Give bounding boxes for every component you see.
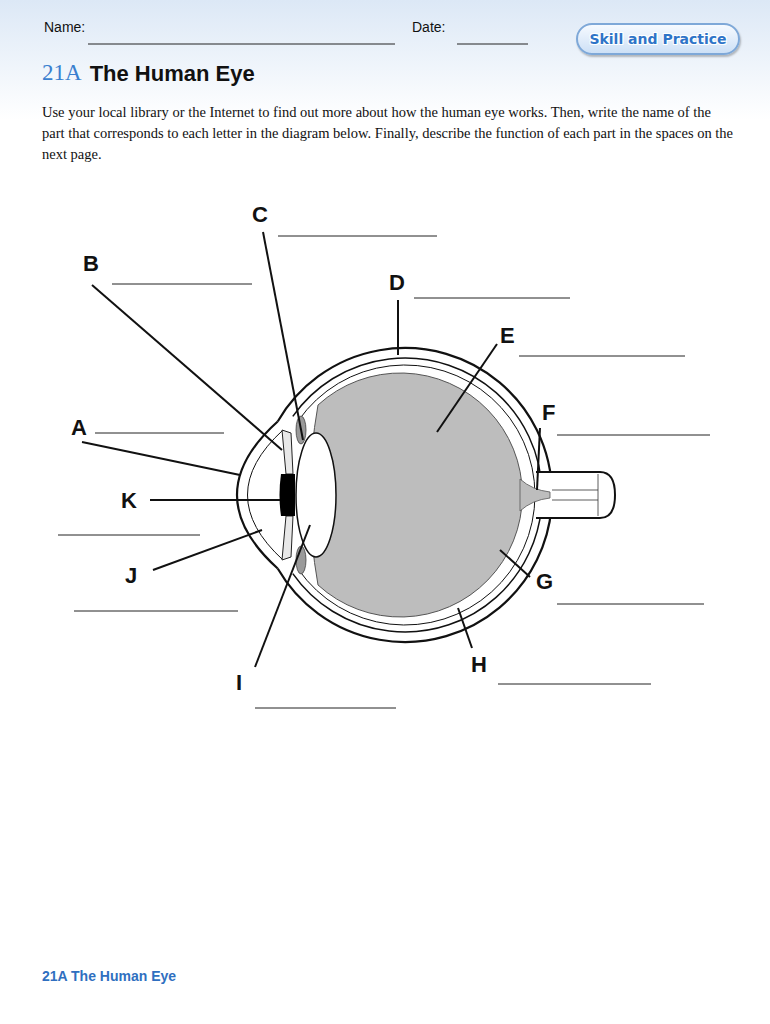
section-number: 21A: [42, 60, 82, 86]
page-title: The Human Eye: [90, 61, 255, 87]
callout-letter: J: [125, 563, 137, 589]
callout-letter: C: [252, 202, 268, 228]
footer-title: 21A The Human Eye: [42, 968, 176, 984]
callout-letter: A: [71, 415, 87, 441]
callout-letter: B: [83, 251, 99, 277]
header-band: [0, 0, 770, 120]
instructions: Use your local library or the Internet t…: [42, 102, 734, 165]
callout-letter: K: [121, 488, 137, 514]
optic-disc: [520, 479, 550, 511]
vitreous-humor: [310, 373, 522, 617]
lens: [296, 433, 336, 557]
skill-badge: Skill and Practice: [576, 23, 740, 55]
callout-letter: F: [542, 400, 555, 426]
callout-letter: E: [500, 323, 515, 349]
sclera: [278, 348, 552, 642]
pupil: [280, 474, 296, 516]
field-label: Name:: [44, 19, 85, 35]
callout-letter: G: [536, 569, 553, 595]
iris: [282, 516, 293, 560]
choroid: [293, 358, 542, 632]
badge-text: Skill and Practice: [589, 31, 726, 47]
iris: [282, 430, 293, 474]
callout-letter: H: [471, 652, 487, 678]
callout-letter: I: [236, 670, 242, 696]
field-label: Date:: [412, 19, 445, 35]
callout-letter: D: [389, 270, 405, 296]
write-in-lines: [58, 44, 710, 708]
cornea: [237, 422, 278, 569]
cornea-inner: [248, 430, 284, 560]
leader-lines: [82, 232, 540, 667]
nerve-fibres: [552, 474, 598, 516]
